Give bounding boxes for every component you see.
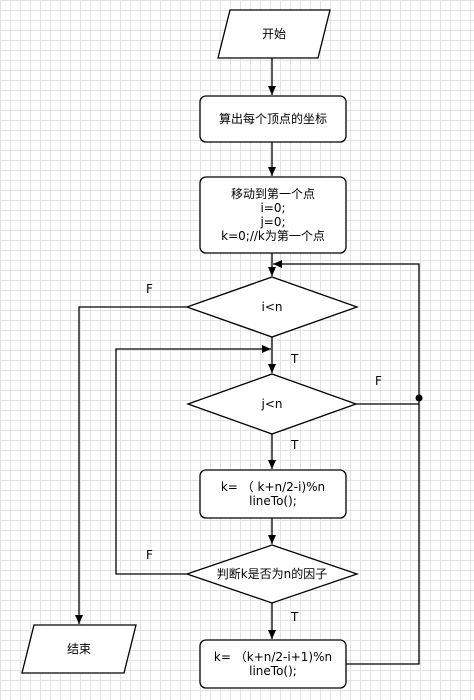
- edge-label-j-true-down: T: [291, 438, 299, 452]
- check-label: 判断k是否为n的因子: [187, 545, 357, 603]
- edge-check-false: [115, 345, 271, 575]
- edge-cond-i-false: [75, 306, 187, 624]
- start-label: 开始: [218, 10, 330, 58]
- init-line-3: j=0;: [260, 215, 286, 229]
- end-terminal-shape: [21, 624, 137, 674]
- check-text: 判断k是否为n的因子: [216, 567, 328, 581]
- step1-label: k= （ k+n/2-i)%n lineTo();: [200, 470, 346, 518]
- edge-label-check-true: T: [291, 610, 299, 624]
- init-process-shape: [199, 176, 347, 254]
- edge-label-check-false: F: [146, 548, 153, 562]
- cond-i-text: i<n: [261, 300, 283, 314]
- compute-label: 算出每个顶点的坐标: [200, 96, 346, 142]
- cond-i-label: i<n: [187, 277, 357, 337]
- edge-label-j-true: T: [291, 352, 299, 366]
- step1-line-2: lineTo();: [249, 494, 297, 508]
- end-label: 结束: [22, 625, 136, 673]
- junction-dot: [415, 394, 423, 402]
- end-text: 结束: [66, 642, 91, 656]
- start-terminal-shape: [217, 9, 331, 59]
- step2-line-2: lineTo();: [249, 664, 297, 678]
- init-line-2: i=0;: [260, 201, 286, 215]
- init-label: 移动到第一个点 i=0; j=0; k=0;//k为第一个点: [200, 177, 346, 253]
- edge-step2-loop: [273, 260, 420, 665]
- edge-label-j-false: F: [375, 374, 382, 388]
- step1-line-1: k= （ k+n/2-i)%n: [220, 480, 326, 494]
- step1-process-shape: [199, 469, 347, 519]
- step2-line-1: k= （k+n/2-i+1)%n: [213, 650, 333, 664]
- cond-j-text: j<n: [261, 397, 283, 411]
- compute-process-shape: [199, 95, 347, 143]
- init-line-4: k=0;//k为第一个点: [221, 229, 325, 243]
- edge-label-i-false: F: [146, 282, 153, 296]
- init-line-1: 移动到第一个点: [230, 187, 315, 201]
- step2-label: k= （k+n/2-i+1)%n lineTo();: [200, 640, 346, 688]
- compute-text: 算出每个顶点的坐标: [218, 112, 327, 126]
- cond-j-label: j<n: [188, 374, 356, 434]
- start-text: 开始: [261, 27, 286, 41]
